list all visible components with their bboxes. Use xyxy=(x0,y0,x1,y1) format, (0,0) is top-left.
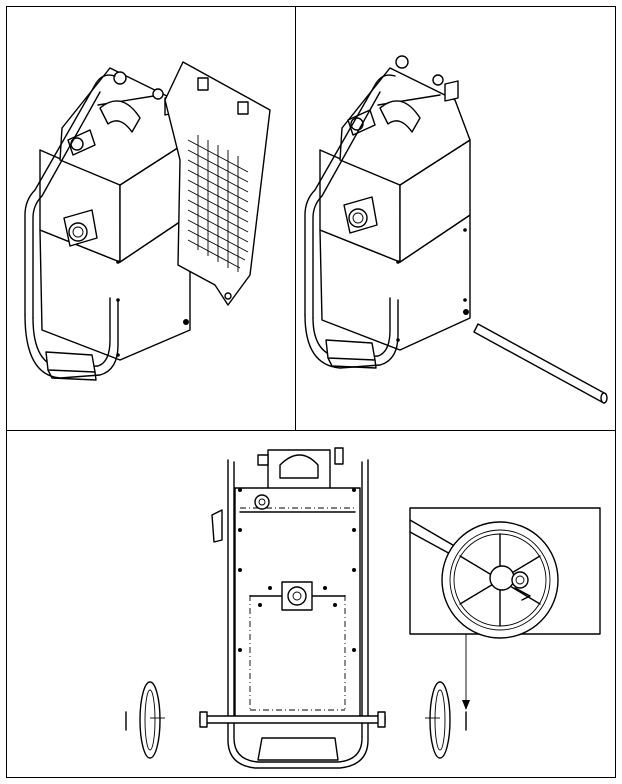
axle-rod xyxy=(473,323,608,404)
unit-body-left xyxy=(24,67,191,381)
wheel-left xyxy=(125,681,165,759)
grille-cover-detached xyxy=(164,61,271,306)
leader-arrow xyxy=(462,634,470,710)
unit-body-right xyxy=(304,55,471,369)
wheel-detail-inset xyxy=(409,507,601,639)
wheel-right xyxy=(425,681,467,759)
front-view-unit xyxy=(199,447,386,769)
